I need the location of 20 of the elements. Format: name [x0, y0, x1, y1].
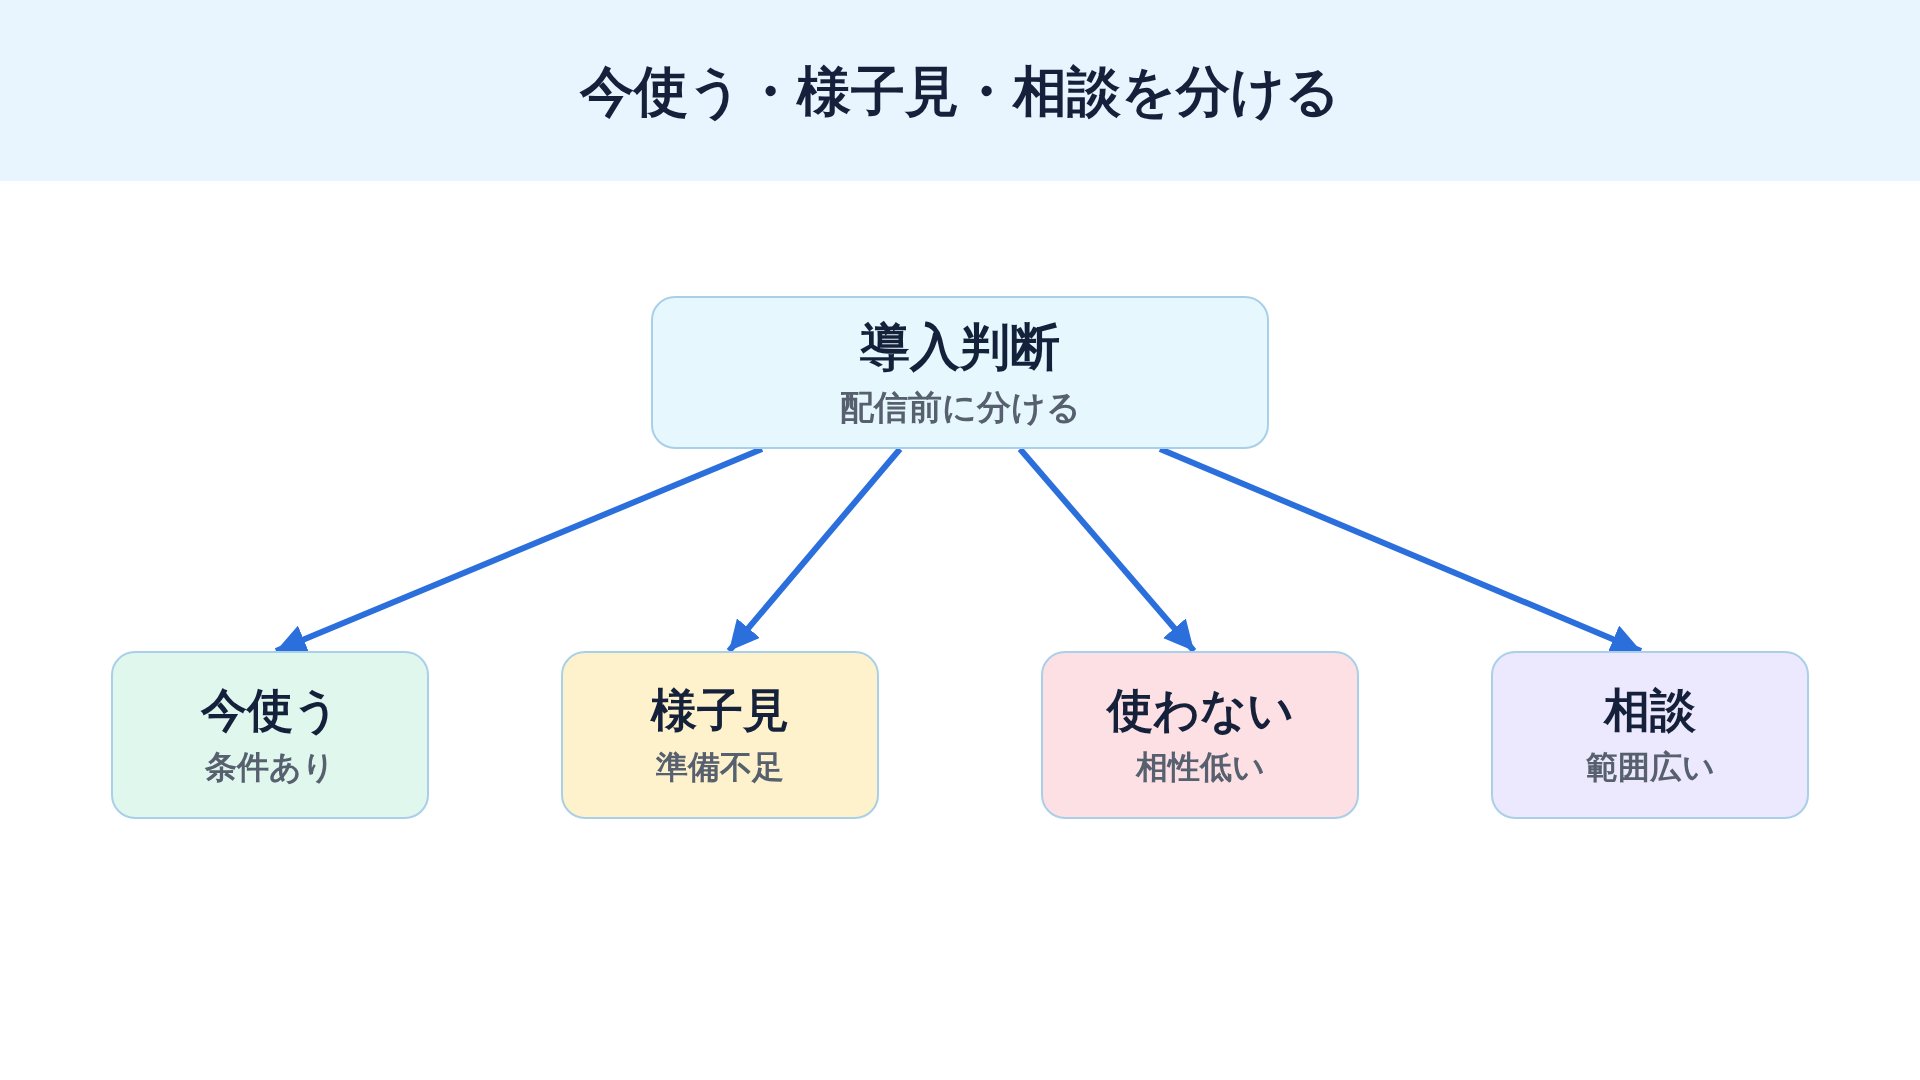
title: 今使う・様子見・相談を分ける: [578, 59, 1341, 125]
node-subtext: 条件あり: [205, 747, 335, 788]
arrow: [274, 446, 764, 654]
node-heading: 相談: [1604, 682, 1696, 739]
node-subtext: 範囲広い: [1585, 747, 1715, 788]
decision-box: [651, 296, 1269, 449]
node-subtext: 相性低い: [1135, 747, 1265, 788]
node-heading: 使わない: [1106, 682, 1294, 739]
option-box: [111, 651, 429, 819]
option-box: [1491, 651, 1809, 819]
arrow: [1017, 447, 1197, 653]
arrow: [726, 447, 903, 653]
node-heading: 今使う: [200, 682, 340, 739]
node-heading: 導入判断: [860, 317, 1060, 378]
arrow: [1158, 446, 1643, 654]
node-subtext: 準備不足: [656, 747, 784, 788]
option-box: [561, 651, 879, 819]
node-heading: 様子見: [651, 682, 789, 739]
option-box: [1041, 651, 1359, 819]
node-subtext: 配信前に分ける: [839, 386, 1081, 429]
